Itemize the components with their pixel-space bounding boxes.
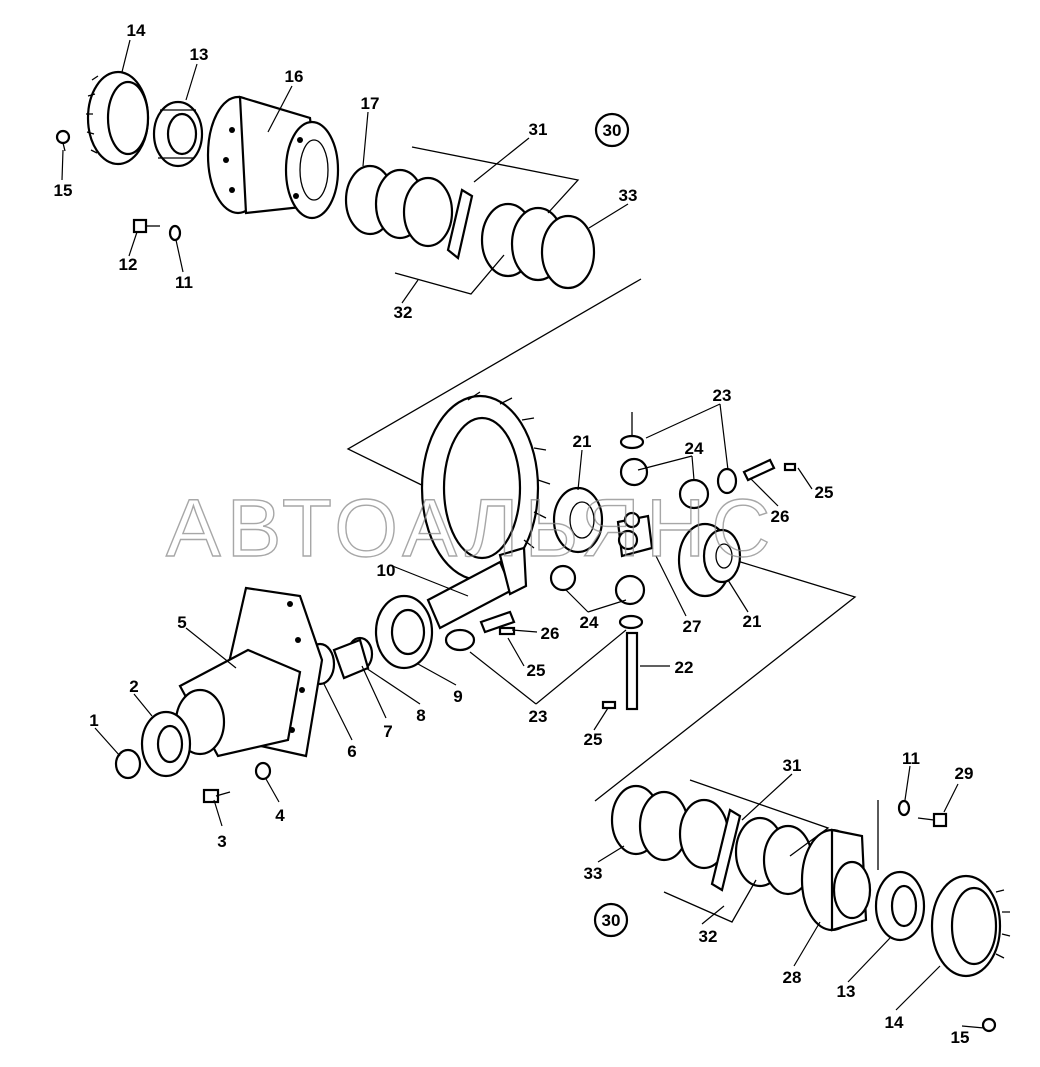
part-26-pins — [479, 458, 776, 634]
part-3-bolt — [202, 788, 231, 804]
part-1-nut — [114, 748, 142, 780]
callout-11-bottom: 11 — [902, 749, 920, 768]
callout-26-top: 26 — [771, 507, 790, 526]
callout-29: 29 — [955, 764, 974, 783]
center-assembly — [94, 391, 813, 827]
part-23-thrust-washers — [444, 412, 738, 652]
part-14-bottom-ring-nut — [930, 874, 1011, 978]
callout-16: 16 — [285, 67, 304, 86]
bottom-connector-line — [594, 559, 857, 802]
top-clutch-discs — [344, 146, 596, 295]
part-4-washer — [254, 761, 272, 781]
callout-26-bottom: 26 — [541, 624, 560, 643]
part-25-dowels — [498, 462, 797, 710]
part-22-shaft — [625, 631, 639, 711]
callout-25-top: 25 — [815, 483, 834, 502]
part-29-bottom-bolt — [917, 812, 948, 828]
part-21-right-side-gear — [677, 522, 742, 598]
callout-14-bottom: 14 — [885, 1013, 904, 1032]
part-15-top-bolt — [55, 129, 71, 152]
part-10-crown-gear — [420, 391, 551, 582]
callout-25-middle: 25 — [527, 661, 546, 680]
callout-7: 7 — [383, 722, 392, 741]
callout-28: 28 — [783, 968, 802, 987]
callout-33-bottom: 33 — [584, 864, 603, 883]
ref-30-bottom: 30 — [593, 902, 629, 938]
callout-23-top: 23 — [713, 386, 732, 405]
ref-30-top: 30 — [594, 112, 630, 148]
callout-32-top: 32 — [394, 303, 413, 322]
watermark-text: АВТОАЛЬЯНС — [166, 483, 776, 574]
part-28-diff-case — [800, 828, 872, 932]
callout-23-bottom: 23 — [529, 707, 548, 726]
part-9-bearing — [374, 594, 434, 670]
callout-32-bottom: 32 — [699, 927, 718, 946]
callout-8: 8 — [416, 706, 425, 725]
callout-14-top: 14 — [127, 21, 146, 40]
part-5-housing — [174, 586, 324, 758]
callout-17: 17 — [361, 94, 380, 113]
part-13-bottom-bearing — [874, 870, 926, 942]
part-24-planet-gears — [549, 457, 710, 606]
callout-21-right: 21 — [743, 612, 762, 631]
callout-6: 6 — [347, 742, 356, 761]
part-11-bottom-washer — [897, 799, 911, 817]
bottom-clutch-discs — [610, 779, 830, 923]
callout-31-bottom: 31 — [783, 756, 802, 775]
top-connector-line — [346, 278, 642, 494]
svg-text:30: 30 — [603, 121, 622, 140]
part-11-top-washer — [168, 224, 182, 242]
part-7-collar — [332, 638, 370, 680]
callout-33-top: 33 — [619, 186, 638, 205]
callout-13-top: 13 — [190, 45, 209, 64]
callout-24-bottom: 24 — [580, 613, 599, 632]
callout-27: 27 — [683, 617, 702, 636]
callout-10: 10 — [377, 561, 396, 580]
top-subassembly — [55, 39, 629, 304]
part-2-bearing — [140, 710, 192, 778]
part-13-top-bearing — [152, 100, 204, 168]
svg-text:30: 30 — [602, 911, 621, 930]
callout-22: 22 — [675, 658, 694, 677]
callout-1: 1 — [89, 711, 98, 730]
callout-15-bottom: 15 — [951, 1028, 970, 1047]
callout-15-top: 15 — [54, 181, 73, 200]
callout-31-top: 31 — [529, 120, 548, 139]
callout-4: 4 — [275, 806, 285, 825]
callout-11-top: 11 — [175, 273, 193, 292]
callout-2: 2 — [129, 677, 138, 696]
callout-12: 12 — [119, 255, 138, 274]
pinion-shaft — [426, 546, 528, 630]
callout-labels: 14 13 16 17 31 33 15 12 11 32 23 21 24 2… — [54, 21, 974, 1047]
part-15-bottom-bolt — [981, 1017, 997, 1033]
callout-9: 9 — [453, 687, 462, 706]
callout-13-bottom: 13 — [837, 982, 856, 1001]
part-27-spider — [616, 511, 654, 558]
callout-24-top: 24 — [685, 439, 704, 458]
callout-25-bottom: 25 — [584, 730, 603, 749]
bottom-subassembly — [597, 765, 1011, 1033]
part-12-top-bolt — [132, 218, 160, 234]
part-14-top-ring-nut — [86, 70, 150, 166]
callout-5: 5 — [177, 613, 186, 632]
callout-21-left: 21 — [573, 432, 592, 451]
part-16-diff-case — [206, 95, 340, 220]
callout-3: 3 — [217, 832, 226, 851]
